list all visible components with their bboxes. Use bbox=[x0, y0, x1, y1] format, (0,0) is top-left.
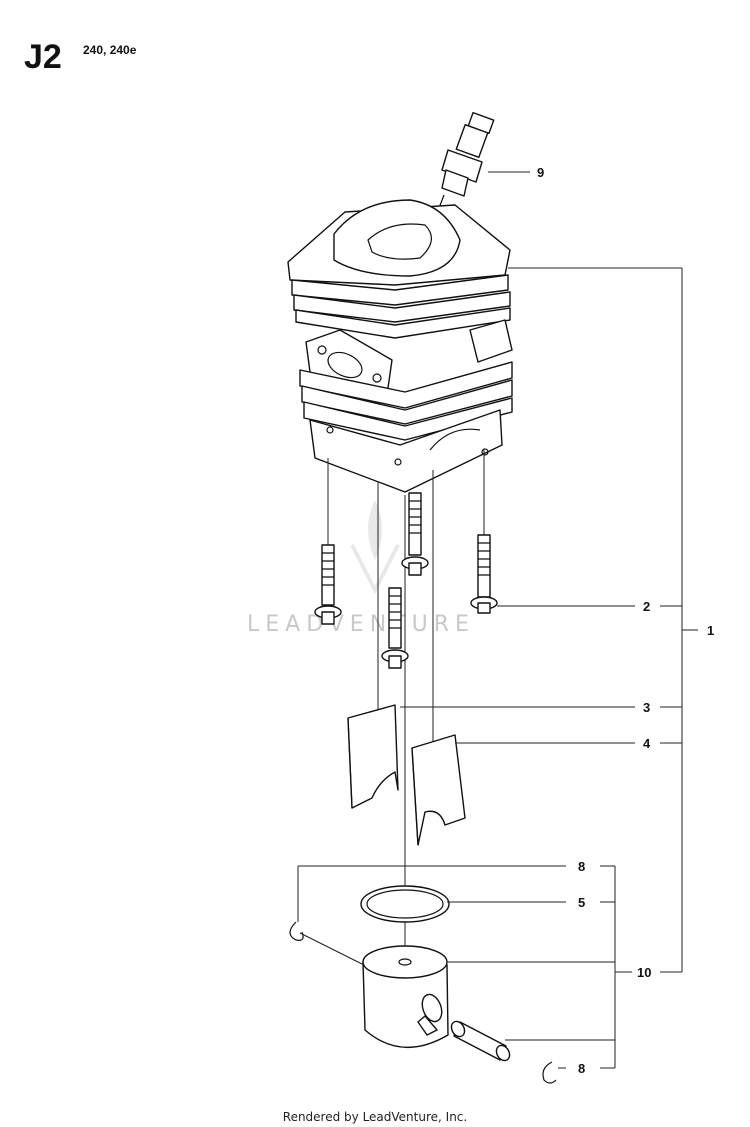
circlip-right bbox=[542, 1061, 557, 1084]
callout-5: 5 bbox=[578, 895, 585, 910]
callout-4: 4 bbox=[643, 736, 651, 751]
circlip-left bbox=[289, 921, 304, 941]
cylinder-bolt bbox=[401, 492, 429, 576]
cylinder-bolt bbox=[314, 458, 342, 625]
callout-2: 2 bbox=[643, 599, 650, 614]
callout-3: 3 bbox=[643, 700, 650, 715]
callout-10: 10 bbox=[637, 965, 651, 980]
callout-1: 1 bbox=[707, 623, 714, 638]
callout-8-bottom: 8 bbox=[578, 1061, 585, 1076]
footer-credit: Rendered by LeadVenture, Inc. bbox=[282, 1110, 468, 1124]
shield-half-left bbox=[347, 704, 399, 809]
cylinder-bolt bbox=[381, 587, 409, 669]
shield-half-right bbox=[411, 734, 466, 846]
wrist-pin bbox=[450, 1020, 511, 1062]
cylinder-bolt bbox=[470, 450, 498, 614]
callout-8-top: 8 bbox=[578, 859, 585, 874]
diagram-code: J2 bbox=[24, 38, 62, 76]
leader-lines bbox=[297, 171, 698, 1069]
model-numbers: 240, 240e bbox=[83, 43, 137, 57]
watermark-text: LEADVENTURE bbox=[247, 612, 475, 637]
cylinder bbox=[287, 199, 513, 493]
piston bbox=[362, 945, 449, 1048]
spark-plug bbox=[435, 111, 495, 217]
callout-9: 9 bbox=[537, 165, 544, 180]
watermark-logo-icon bbox=[350, 500, 400, 595]
piston-ring bbox=[360, 885, 450, 923]
